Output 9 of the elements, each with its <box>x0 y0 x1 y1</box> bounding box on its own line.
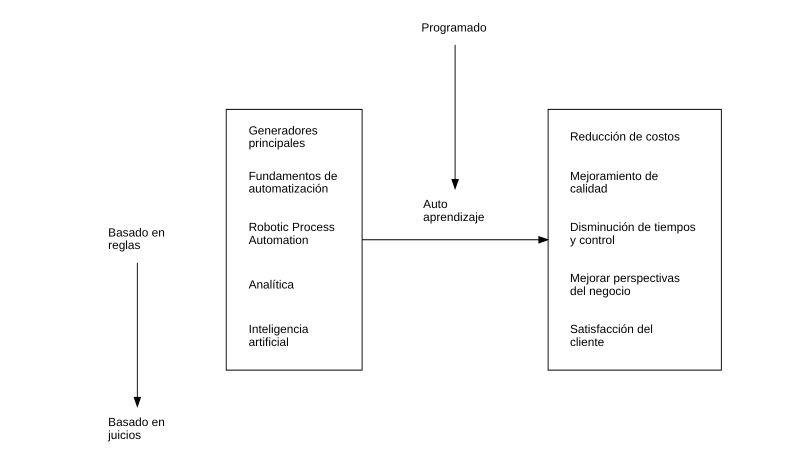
node-box: Generadores principales Fundamentos de automatización Robotic Process Automation Analítica Inteligencia artificial <box>226 108 363 371</box>
arrow <box>362 236 550 244</box>
node-text: Basado en juicios <box>108 415 165 442</box>
arrow <box>451 44 459 190</box>
node-text: Auto aprendizaje <box>423 197 484 224</box>
node-text: Programado <box>421 20 487 34</box>
node-box: Reducción de costos Mejoramiento de calidad Disminución de tiempos y control Mejorar perspectivas del negocio Satisfacción del cliente <box>548 108 722 371</box>
node-text: Basado en reglas <box>108 225 165 252</box>
arrow <box>134 262 142 408</box>
